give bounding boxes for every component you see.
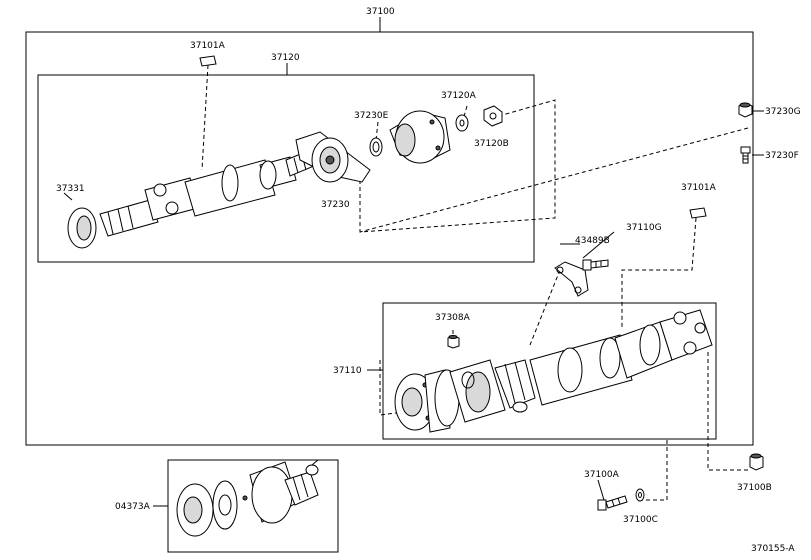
label-37100[interactable]: 37100 — [366, 7, 395, 17]
front-propeller-shaft — [67, 149, 315, 249]
label-04373A[interactable]: 04373A — [115, 502, 151, 512]
label-43489B[interactable]: 43489B — [575, 236, 610, 246]
leader-lines — [63, 17, 764, 507]
bolt-37100A — [597, 495, 628, 511]
screw-37110G — [582, 259, 609, 271]
label-37100A[interactable]: 37100A — [584, 470, 620, 480]
label-37100C[interactable]: 37100C — [623, 515, 658, 525]
label-37120B[interactable]: 37120B — [474, 139, 509, 149]
nut-37230G — [738, 102, 753, 118]
boot-kit-04373A — [176, 459, 319, 537]
label-37120A[interactable]: 37120A — [441, 91, 477, 101]
figure-id: 370155-A — [751, 544, 795, 554]
assembly-outer-frame — [25, 31, 754, 446]
balance-weight-37101A-top — [199, 55, 217, 67]
seal-37230E — [369, 137, 383, 157]
balance-weight-37101A-right — [689, 207, 707, 219]
label-37230G[interactable]: 37230G — [765, 107, 801, 117]
label-37331[interactable]: 37331 — [56, 184, 85, 194]
callout-labels: 37100 37101A 37120 37120A 37230G 37230E … — [56, 7, 801, 554]
label-37110[interactable]: 37110 — [333, 366, 362, 376]
sleeve-yoke — [99, 199, 159, 237]
label-37230[interactable]: 37230 — [321, 200, 350, 210]
label-37230F[interactable]: 37230F — [765, 151, 799, 161]
rear-propeller-shaft — [394, 309, 713, 433]
companion-flange — [389, 110, 451, 164]
clip-43489B — [554, 261, 589, 297]
nut-37100B — [749, 453, 764, 471]
boot-clamp — [512, 401, 528, 413]
washer-37120A — [455, 114, 469, 132]
label-37120[interactable]: 37120 — [271, 53, 300, 63]
label-37101A-right[interactable]: 37101A — [681, 183, 717, 193]
label-37100B[interactable]: 37100B — [737, 483, 772, 493]
label-37110G[interactable]: 37110G — [626, 223, 662, 233]
center-support-bearing-37230 — [295, 131, 371, 183]
rear-shaft-frame — [382, 302, 717, 440]
label-37230E[interactable]: 37230E — [354, 111, 389, 121]
nut-37308A — [447, 335, 460, 349]
dashed-leader-lines — [201, 64, 750, 501]
nut-37120B — [483, 105, 503, 127]
front-shaft-frame — [37, 74, 535, 263]
label-37308A[interactable]: 37308A — [435, 313, 471, 323]
washer-37100C — [635, 488, 645, 502]
bolt-37230F — [740, 146, 751, 164]
label-37101A-top[interactable]: 37101A — [190, 41, 226, 51]
